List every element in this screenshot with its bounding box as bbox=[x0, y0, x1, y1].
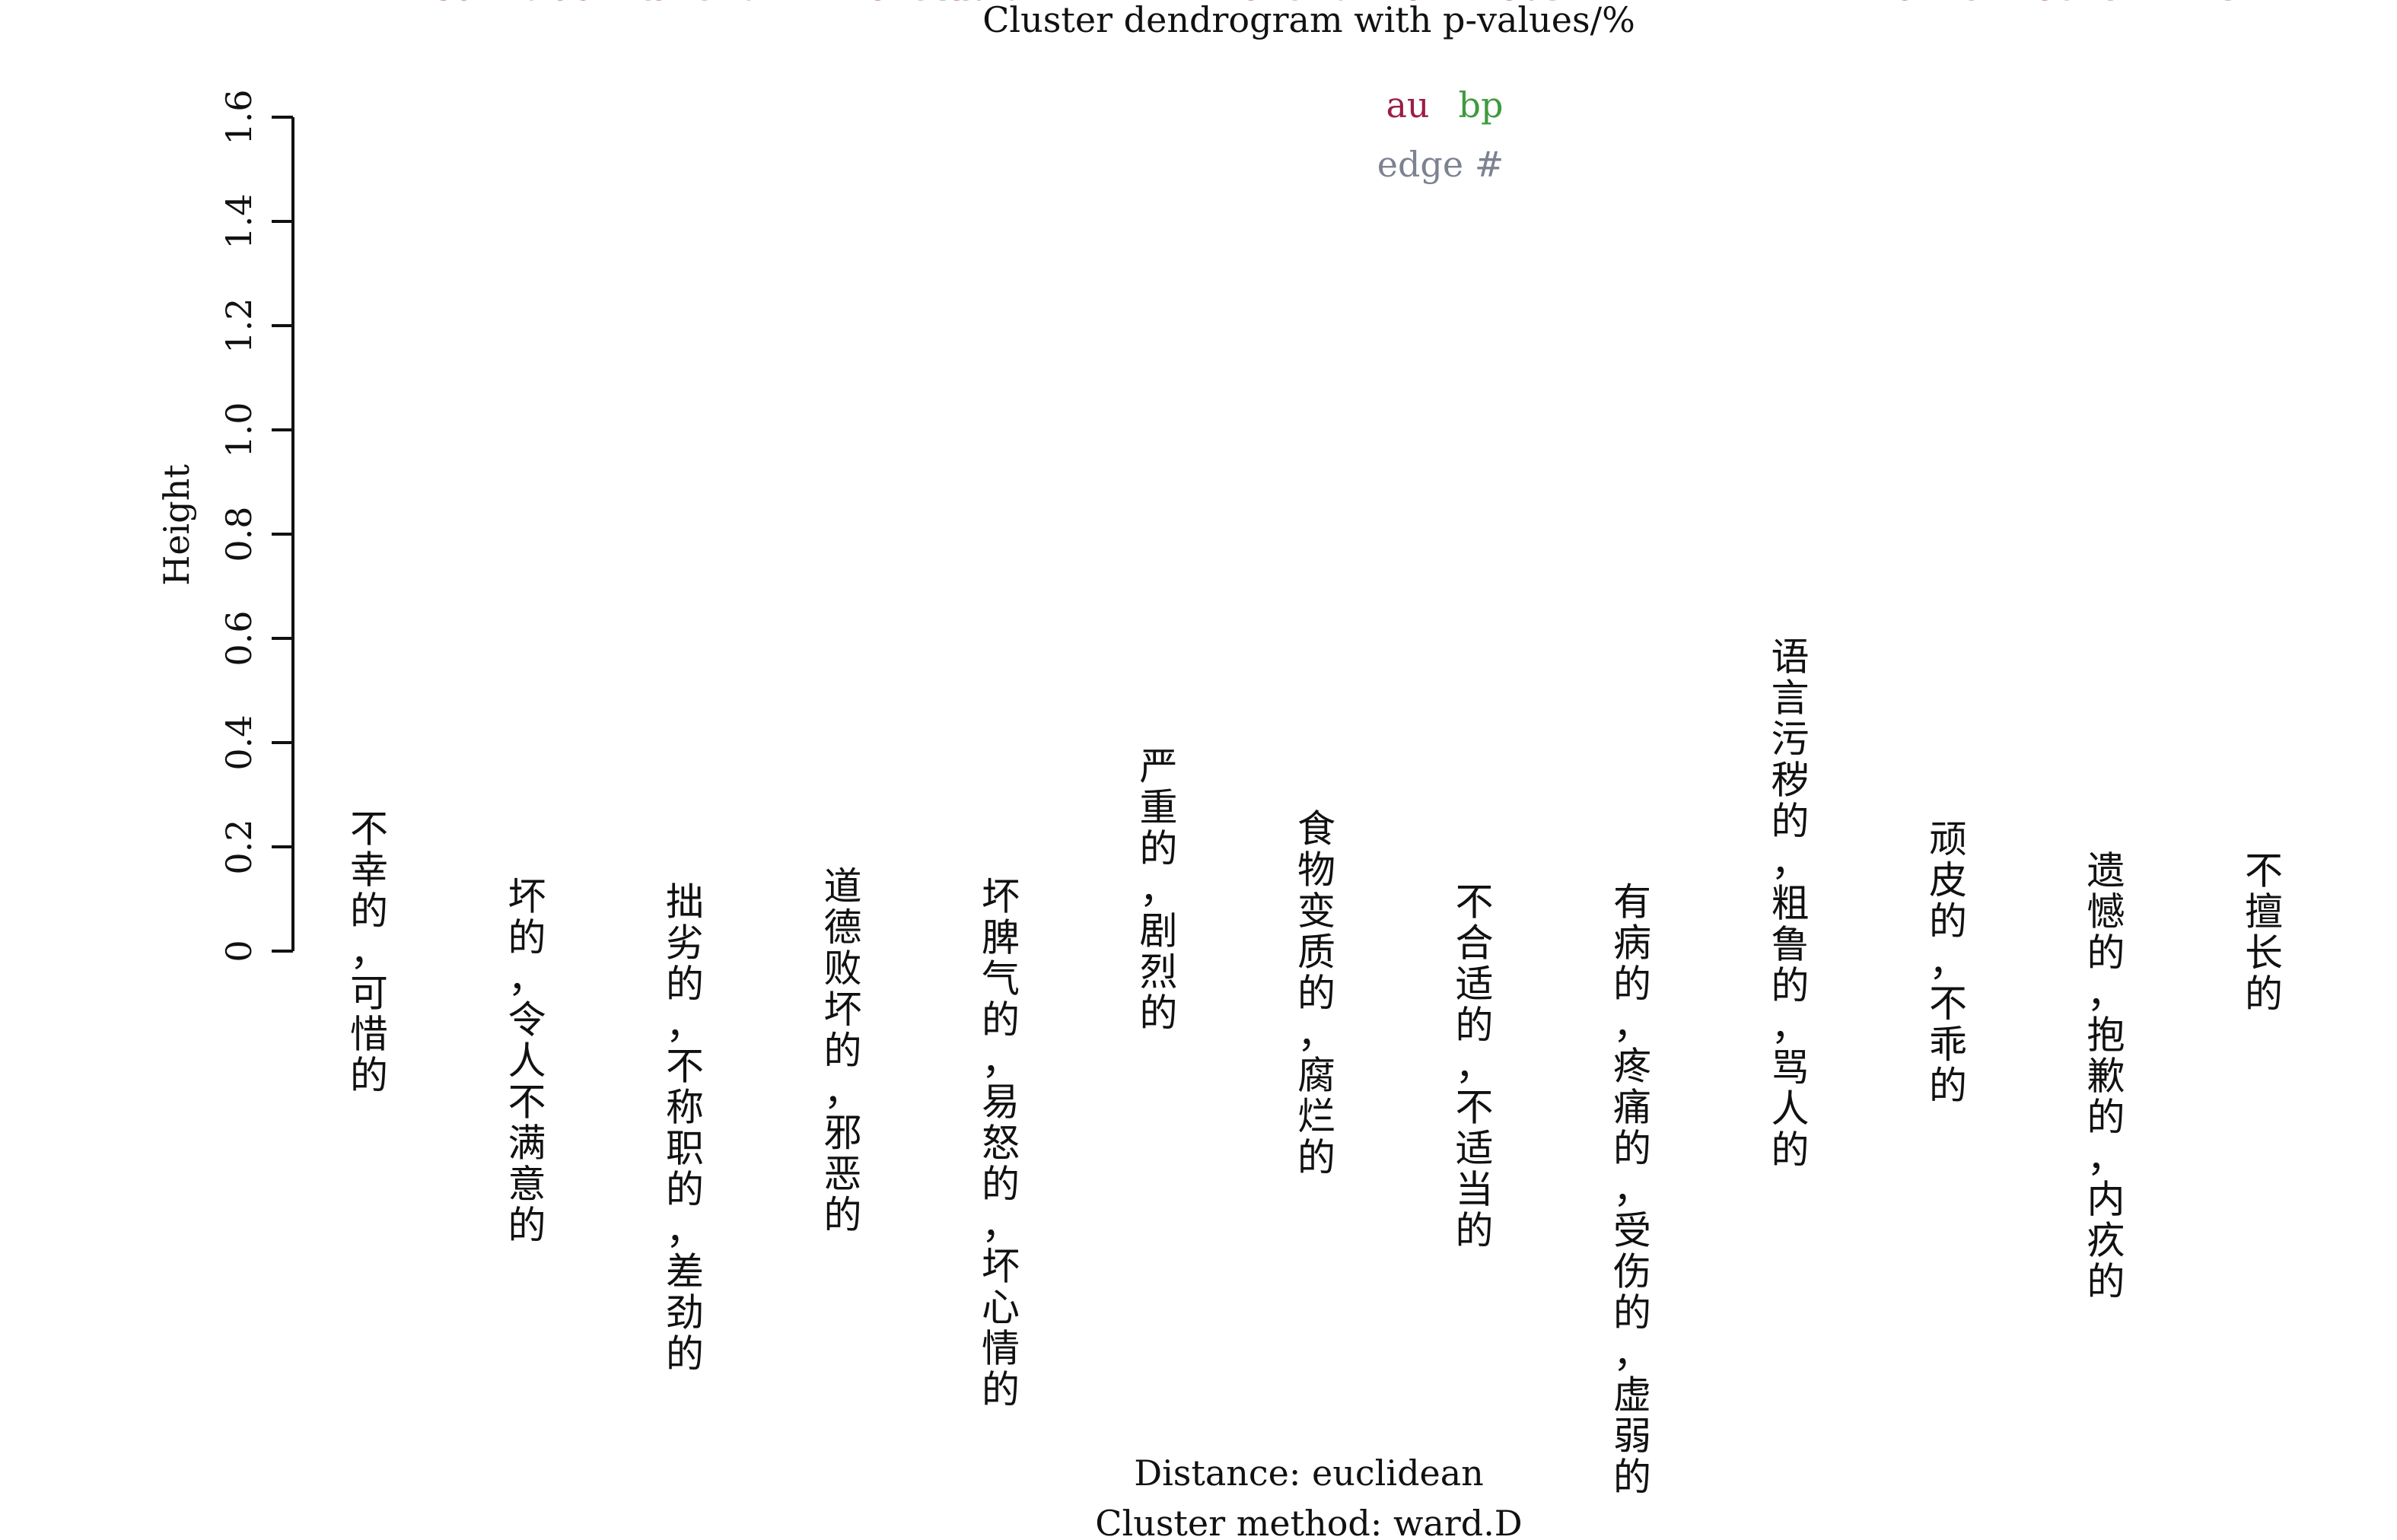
au-value: 89 bbox=[432, 0, 477, 8]
node-labels: 9579189402804237243484385784867811792208… bbox=[432, 0, 2240, 8]
y-tick-label: 0.4 bbox=[218, 714, 259, 770]
leaf-label: 拙劣的，不称职的，差劲的 bbox=[666, 880, 704, 1376]
au-value: 92 bbox=[649, 0, 694, 8]
edge-number: 6 bbox=[2055, 0, 2077, 8]
edge-number: 4 bbox=[2174, 0, 2196, 8]
leaf-label: 道德败坏的，邪恶的 bbox=[824, 864, 862, 1237]
edge-number: 5 bbox=[911, 0, 933, 8]
leaf-label: 坏的，令人不满意的 bbox=[508, 875, 546, 1248]
bp-value: 79 bbox=[616, 0, 661, 8]
edge-number: 10 bbox=[979, 0, 1023, 8]
edge-number: 11 bbox=[1906, 0, 1951, 8]
au-value: 72 bbox=[2130, 0, 2175, 8]
y-tick-label: 1.6 bbox=[218, 89, 259, 145]
bp-value: 43 bbox=[2195, 0, 2240, 8]
leaf-label: 有病的，疼痛的，受伤的，虚弱的 bbox=[1613, 880, 1651, 1499]
edge-number: 8 bbox=[693, 0, 715, 8]
edge-number: 3 bbox=[1542, 0, 1565, 8]
legend-bp: bp bbox=[1459, 84, 1504, 126]
au-value: 95 bbox=[551, 0, 596, 8]
leaf-labels: 不幸的，可惜的 坏的，令人不满意的 拙劣的，不称职的，差劲的 道德败坏的，邪恶的 坏脾气… bbox=[350, 635, 2283, 1499]
y-tick-label: 0.8 bbox=[218, 506, 259, 562]
bp-value: 44 bbox=[1011, 0, 1056, 8]
legend-edge: edge # bbox=[1377, 144, 1504, 185]
y-axis-label: Height bbox=[156, 464, 197, 586]
bp-value: 42 bbox=[1564, 0, 1609, 8]
leaf-label: 不擅长的 bbox=[2245, 848, 2283, 1016]
y-tick-label: 0 bbox=[218, 940, 259, 962]
edge-number: 1 bbox=[595, 0, 617, 8]
y-axis: 0 0.2 0.4 0.6 0.8 1.0 1.2 1.4 1.6 bbox=[218, 89, 294, 963]
bp-value: 10 bbox=[1307, 0, 1352, 8]
y-tick-label: 1.0 bbox=[218, 402, 259, 457]
leaf-label: 语言污秽的，粗鲁的，骂人的 bbox=[1771, 635, 1810, 1172]
y-tick-label: 0.2 bbox=[218, 819, 259, 874]
au-value: 91 bbox=[1242, 0, 1287, 8]
leaf-label: 坏脾气的，易怒的，坏心情的 bbox=[982, 875, 1020, 1412]
footer-distance: Distance: euclidean bbox=[1134, 1452, 1484, 1494]
bp-value: 48 bbox=[2077, 0, 2122, 8]
au-value: 80 bbox=[945, 0, 990, 8]
leaf-label: 严重的，剧烈的 bbox=[1140, 744, 1178, 1035]
edge-number: 9 bbox=[1285, 0, 1307, 8]
y-tick-label: 1.4 bbox=[218, 193, 259, 249]
au-value: 80 bbox=[1498, 0, 1543, 8]
legend-au: au bbox=[1386, 84, 1429, 126]
bp-value: 45 bbox=[1939, 0, 1984, 8]
tree-lines bbox=[369, 584, 2106, 867]
bp-value: 11 bbox=[1446, 0, 1491, 8]
leaf-label: 不幸的，可惜的 bbox=[350, 807, 388, 1098]
leaf-label: 不合适的，不适当的 bbox=[1456, 880, 1494, 1252]
chart-title: Cluster dendrogram with p-values/% bbox=[982, 0, 1635, 40]
leaf-label: 食物变质的，腐烂的 bbox=[1297, 807, 1335, 1180]
bp-value: 20 bbox=[715, 0, 760, 8]
y-tick-label: 0.6 bbox=[218, 610, 259, 666]
edge-number: 2 bbox=[476, 0, 498, 8]
leaf-label: 顽皮的，不乖的 bbox=[1929, 817, 1967, 1108]
edge-number: 7 bbox=[1424, 0, 1446, 8]
au-value: 78 bbox=[1380, 0, 1425, 8]
footer-method: Cluster method: ward.D bbox=[1095, 1503, 1522, 1540]
y-tick-label: 1.2 bbox=[218, 298, 259, 353]
au-value: 78 bbox=[2011, 0, 2056, 8]
au-value: 79 bbox=[1873, 0, 1918, 8]
bp-value: 40 bbox=[498, 0, 543, 8]
au-value: 84 bbox=[867, 0, 912, 8]
bp-value: 38 bbox=[932, 0, 977, 8]
leaf-label: 遗憾的，抱歉的，内疚的 bbox=[2087, 848, 2125, 1303]
